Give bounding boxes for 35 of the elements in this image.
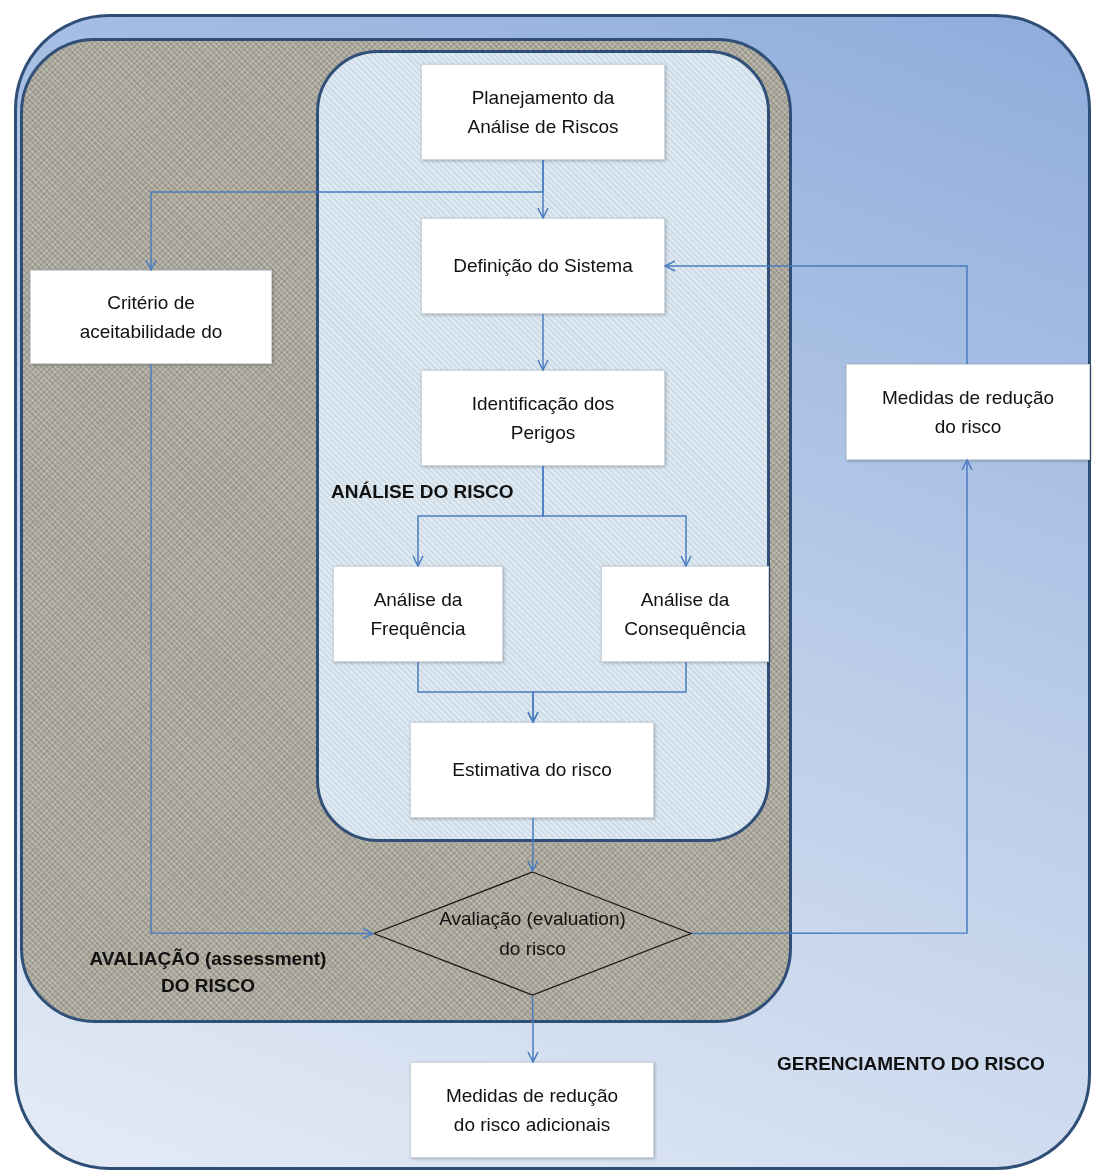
arrow — [691, 459, 973, 935]
process-box — [421, 218, 665, 314]
assessment-region — [20, 38, 792, 1023]
process-box — [846, 364, 1090, 460]
arrow — [537, 313, 549, 371]
arrow — [542, 465, 692, 567]
analysis-region — [316, 50, 770, 842]
arrow — [526, 817, 539, 872]
process-box — [30, 270, 272, 364]
process-box — [410, 1062, 654, 1158]
process-box — [421, 64, 665, 160]
process-box — [333, 566, 503, 662]
process-box — [421, 370, 665, 466]
decision-diamond — [373, 871, 692, 996]
region-title: AVALIAÇÃO (assessment) DO RISCO — [88, 947, 328, 998]
box-label: Medidas de redução do risco adicionais — [444, 1083, 620, 1137]
arrow — [664, 260, 968, 365]
process-box — [410, 722, 654, 818]
region-title: ANÁLISE DO RISCO — [331, 480, 515, 504]
arrow — [150, 363, 374, 940]
box-label: Medidas de redução do risco — [880, 385, 1056, 439]
arrow — [527, 661, 687, 723]
management-region — [14, 14, 1091, 1170]
region-title: GERENCIAMENTO DO RISCO — [777, 1052, 1046, 1076]
arrow — [527, 995, 539, 1063]
box-label: Estimativa do risco — [452, 758, 612, 783]
diamond-label: Avaliação (evaluation) do risco — [438, 907, 627, 961]
box-label: Análise da Consequência — [624, 587, 746, 641]
box-label: Identificação dos Perigos — [470, 391, 616, 445]
box-label: Planejamento da Análise de Riscos — [466, 85, 620, 139]
arrow — [145, 159, 544, 271]
box-label: Critério de aceitabilidade do — [78, 290, 224, 344]
box-label: Definição do Sistema — [453, 254, 633, 279]
box-label: Análise da Frequência — [369, 587, 467, 641]
process-box — [601, 566, 769, 662]
